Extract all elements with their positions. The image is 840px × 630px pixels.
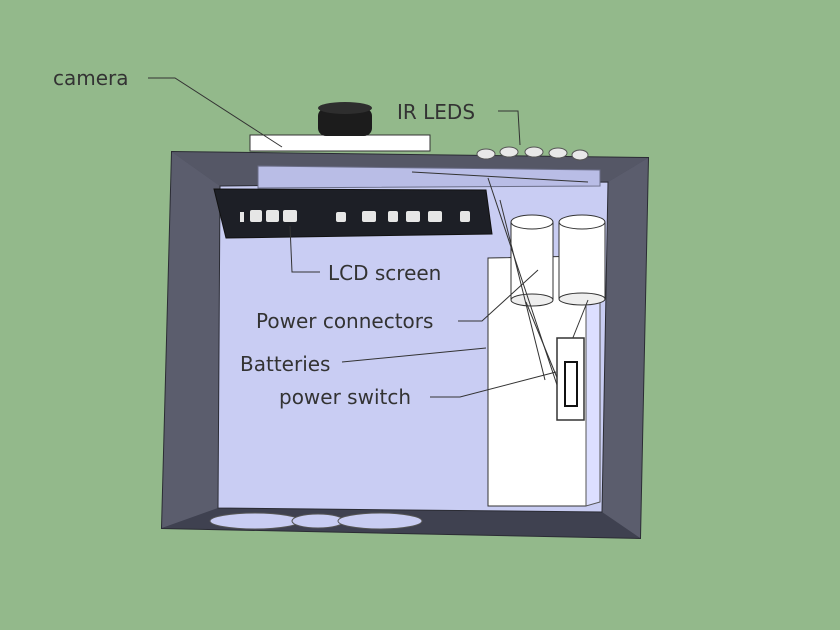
ir-led-icon (500, 147, 518, 157)
label-power-switch: power switch (279, 385, 411, 409)
lcd-screen (214, 189, 492, 238)
enclosure-feet (210, 513, 422, 529)
label-batteries: Batteries (240, 352, 330, 376)
ir-led-icon (525, 147, 543, 157)
ir-led-icon (572, 150, 588, 160)
label-ir-leds: IR LEDS (397, 100, 475, 124)
label-camera: camera (53, 66, 129, 90)
ir-led-icon (549, 148, 567, 158)
label-power-connectors: Power connectors (256, 309, 433, 333)
ir-led-icon (477, 149, 495, 159)
battery-icon (511, 215, 553, 306)
leader-ir-leds (498, 111, 520, 145)
power-switch-icon (557, 338, 584, 420)
battery-icon (559, 215, 605, 305)
label-lcd-screen: LCD screen (328, 261, 441, 285)
